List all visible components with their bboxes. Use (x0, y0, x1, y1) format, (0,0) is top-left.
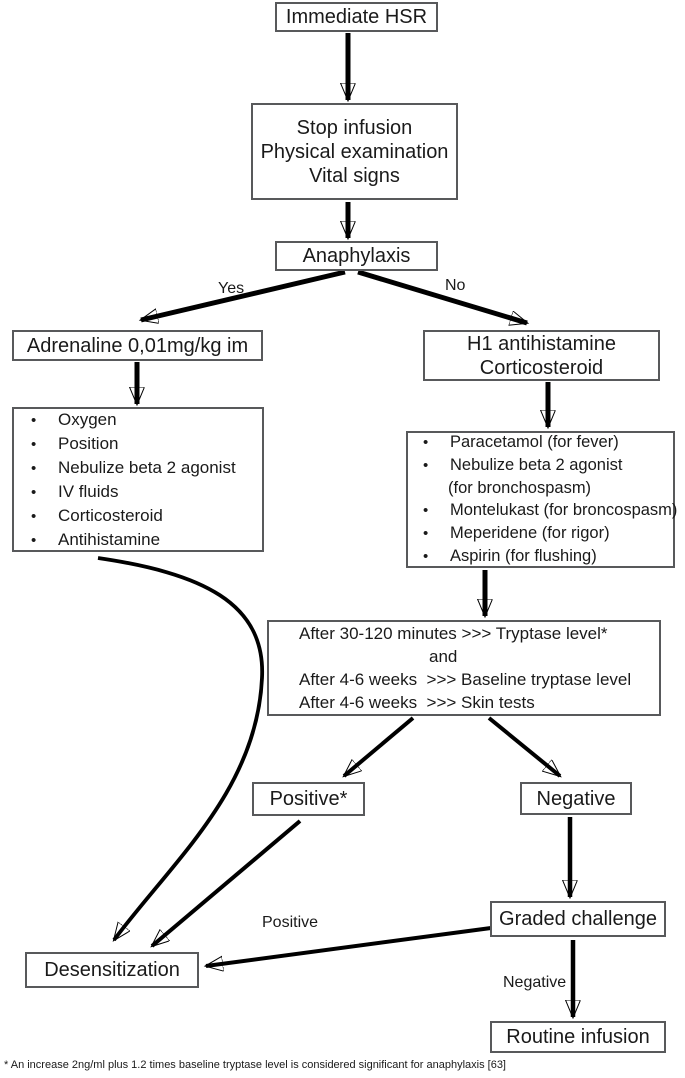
list-item: • Antihistamine (26, 528, 262, 552)
list-item-label: Nebulize beta 2 agonist (58, 457, 236, 477)
node-symptomatic-meds-list: • Paracetamol (for fever) • Nebulize beta … (406, 431, 677, 568)
footnote: * An increase 2ng/ml plus 1.2 times base… (4, 1059, 506, 1071)
bullet-icon: • (31, 507, 37, 525)
bullet-icon: • (423, 548, 429, 565)
bullet-icon: • (423, 502, 429, 519)
node-anaphylaxis: Anaphylaxis (275, 241, 438, 271)
list-item-label: Aspirin (for flushing) (450, 547, 597, 565)
list-item: • Montelukast (for broncospasm) (418, 499, 677, 522)
node-line: After 4-6 weeks >>> Baseline tryptase le… (299, 670, 632, 689)
list-item-label: Paracetamol (for fever) (450, 433, 619, 451)
node-line: and (429, 647, 458, 666)
arrow-supportive-to-desensitization (97, 556, 264, 940)
list-item: • Aspirin (for flushing) (418, 545, 673, 568)
bullet-icon: • (31, 531, 37, 549)
node-desensitization: Desensitization (25, 952, 199, 988)
arrow-anaphylaxis-yes (141, 269, 346, 320)
list-item-label: Position (58, 433, 119, 453)
list-item-label: Oxygen (58, 409, 117, 429)
node-h1-antihistamine: H1 antihistamine Corticosteroid (423, 330, 660, 381)
node-line: H1 antihistamine (467, 332, 616, 355)
list-item: • Oxygen (26, 408, 262, 432)
bullet-icon: • (423, 457, 429, 474)
arrow-positive-to-desensitization (152, 819, 302, 948)
list-item-label: Antihistamine (58, 529, 161, 549)
node-immediate-hsr: Immediate HSR (275, 2, 438, 32)
list-item-label: IV fluids (58, 481, 119, 501)
node-line: After 4-6 weeks >>> Skin tests (299, 693, 535, 712)
node-line: After 30-120 minutes >>> Tryptase level* (299, 624, 608, 643)
list-item: • Nebulize beta 2 agonist (26, 456, 262, 480)
list-item: • IV fluids (26, 480, 262, 504)
bullet-icon: • (31, 459, 37, 477)
edge-label-no: No (445, 277, 466, 294)
edge-label-yes: Yes (218, 280, 245, 297)
node-supportive-care-list: • Oxygen • Position • Nebulize beta 2 agoni… (12, 407, 264, 552)
bullet-icon: • (31, 435, 37, 453)
bullet-icon: • (31, 483, 37, 501)
list-item: • Meperidene (for rigor) (418, 522, 673, 545)
list-item: • Position (26, 432, 262, 456)
arrow-tryptase-to-positive (344, 716, 415, 778)
node-line: Stop infusion (296, 116, 413, 139)
edge-label-positive: Positive (262, 914, 319, 931)
node-label: Anaphylaxis (302, 245, 411, 267)
node-line: Corticosteroid (479, 356, 604, 379)
node-stop-infusion: Stop infusion Physical examination Vital… (251, 103, 458, 200)
list-item-label: Montelukast (for broncospasm) (450, 501, 678, 519)
node-adrenaline: Adrenaline 0,01mg/kg im (12, 330, 263, 361)
node-line: Vital signs (309, 164, 400, 187)
list-item-label: (for bronchospasm) (448, 479, 592, 497)
arrow-anaphylaxis-no (357, 269, 527, 323)
arrow-tryptase-to-negative (487, 716, 560, 778)
list-item: • Paracetamol (for fever) (418, 431, 673, 454)
list-item: • Corticosteroid (26, 504, 262, 528)
list-item-label: Nebulize beta 2 agonist (450, 456, 623, 474)
node-line: Physical examination (260, 140, 449, 163)
node-label: Graded challenge (499, 908, 657, 930)
list-item: • Nebulize beta 2 agonist (418, 454, 673, 477)
node-positive: Positive* (252, 782, 365, 816)
list-item-label: Corticosteroid (58, 505, 163, 525)
node-label: Positive* (269, 788, 348, 810)
node-tryptase-tests: After 30-120 minutes >>> Tryptase level*… (267, 620, 661, 716)
node-routine-infusion: Routine infusion (490, 1021, 666, 1053)
node-label: Desensitization (44, 959, 180, 981)
bullet-icon: • (423, 434, 429, 451)
node-label: Adrenaline 0,01mg/kg im (26, 334, 249, 357)
node-graded-challenge: Graded challenge (490, 901, 666, 937)
list-item-label: Meperidene (for rigor) (450, 524, 610, 542)
node-negative: Negative (520, 782, 632, 815)
node-label: Immediate HSR (285, 6, 428, 28)
edge-label-negative: Negative (503, 974, 567, 991)
bullet-icon: • (423, 525, 429, 542)
arrow-graded-to-desensitization (206, 926, 492, 966)
list-item-continuation: (for bronchospasm) (418, 477, 673, 499)
node-label: Routine infusion (506, 1026, 650, 1048)
node-label: Negative (536, 787, 616, 810)
bullet-icon: • (31, 411, 37, 429)
